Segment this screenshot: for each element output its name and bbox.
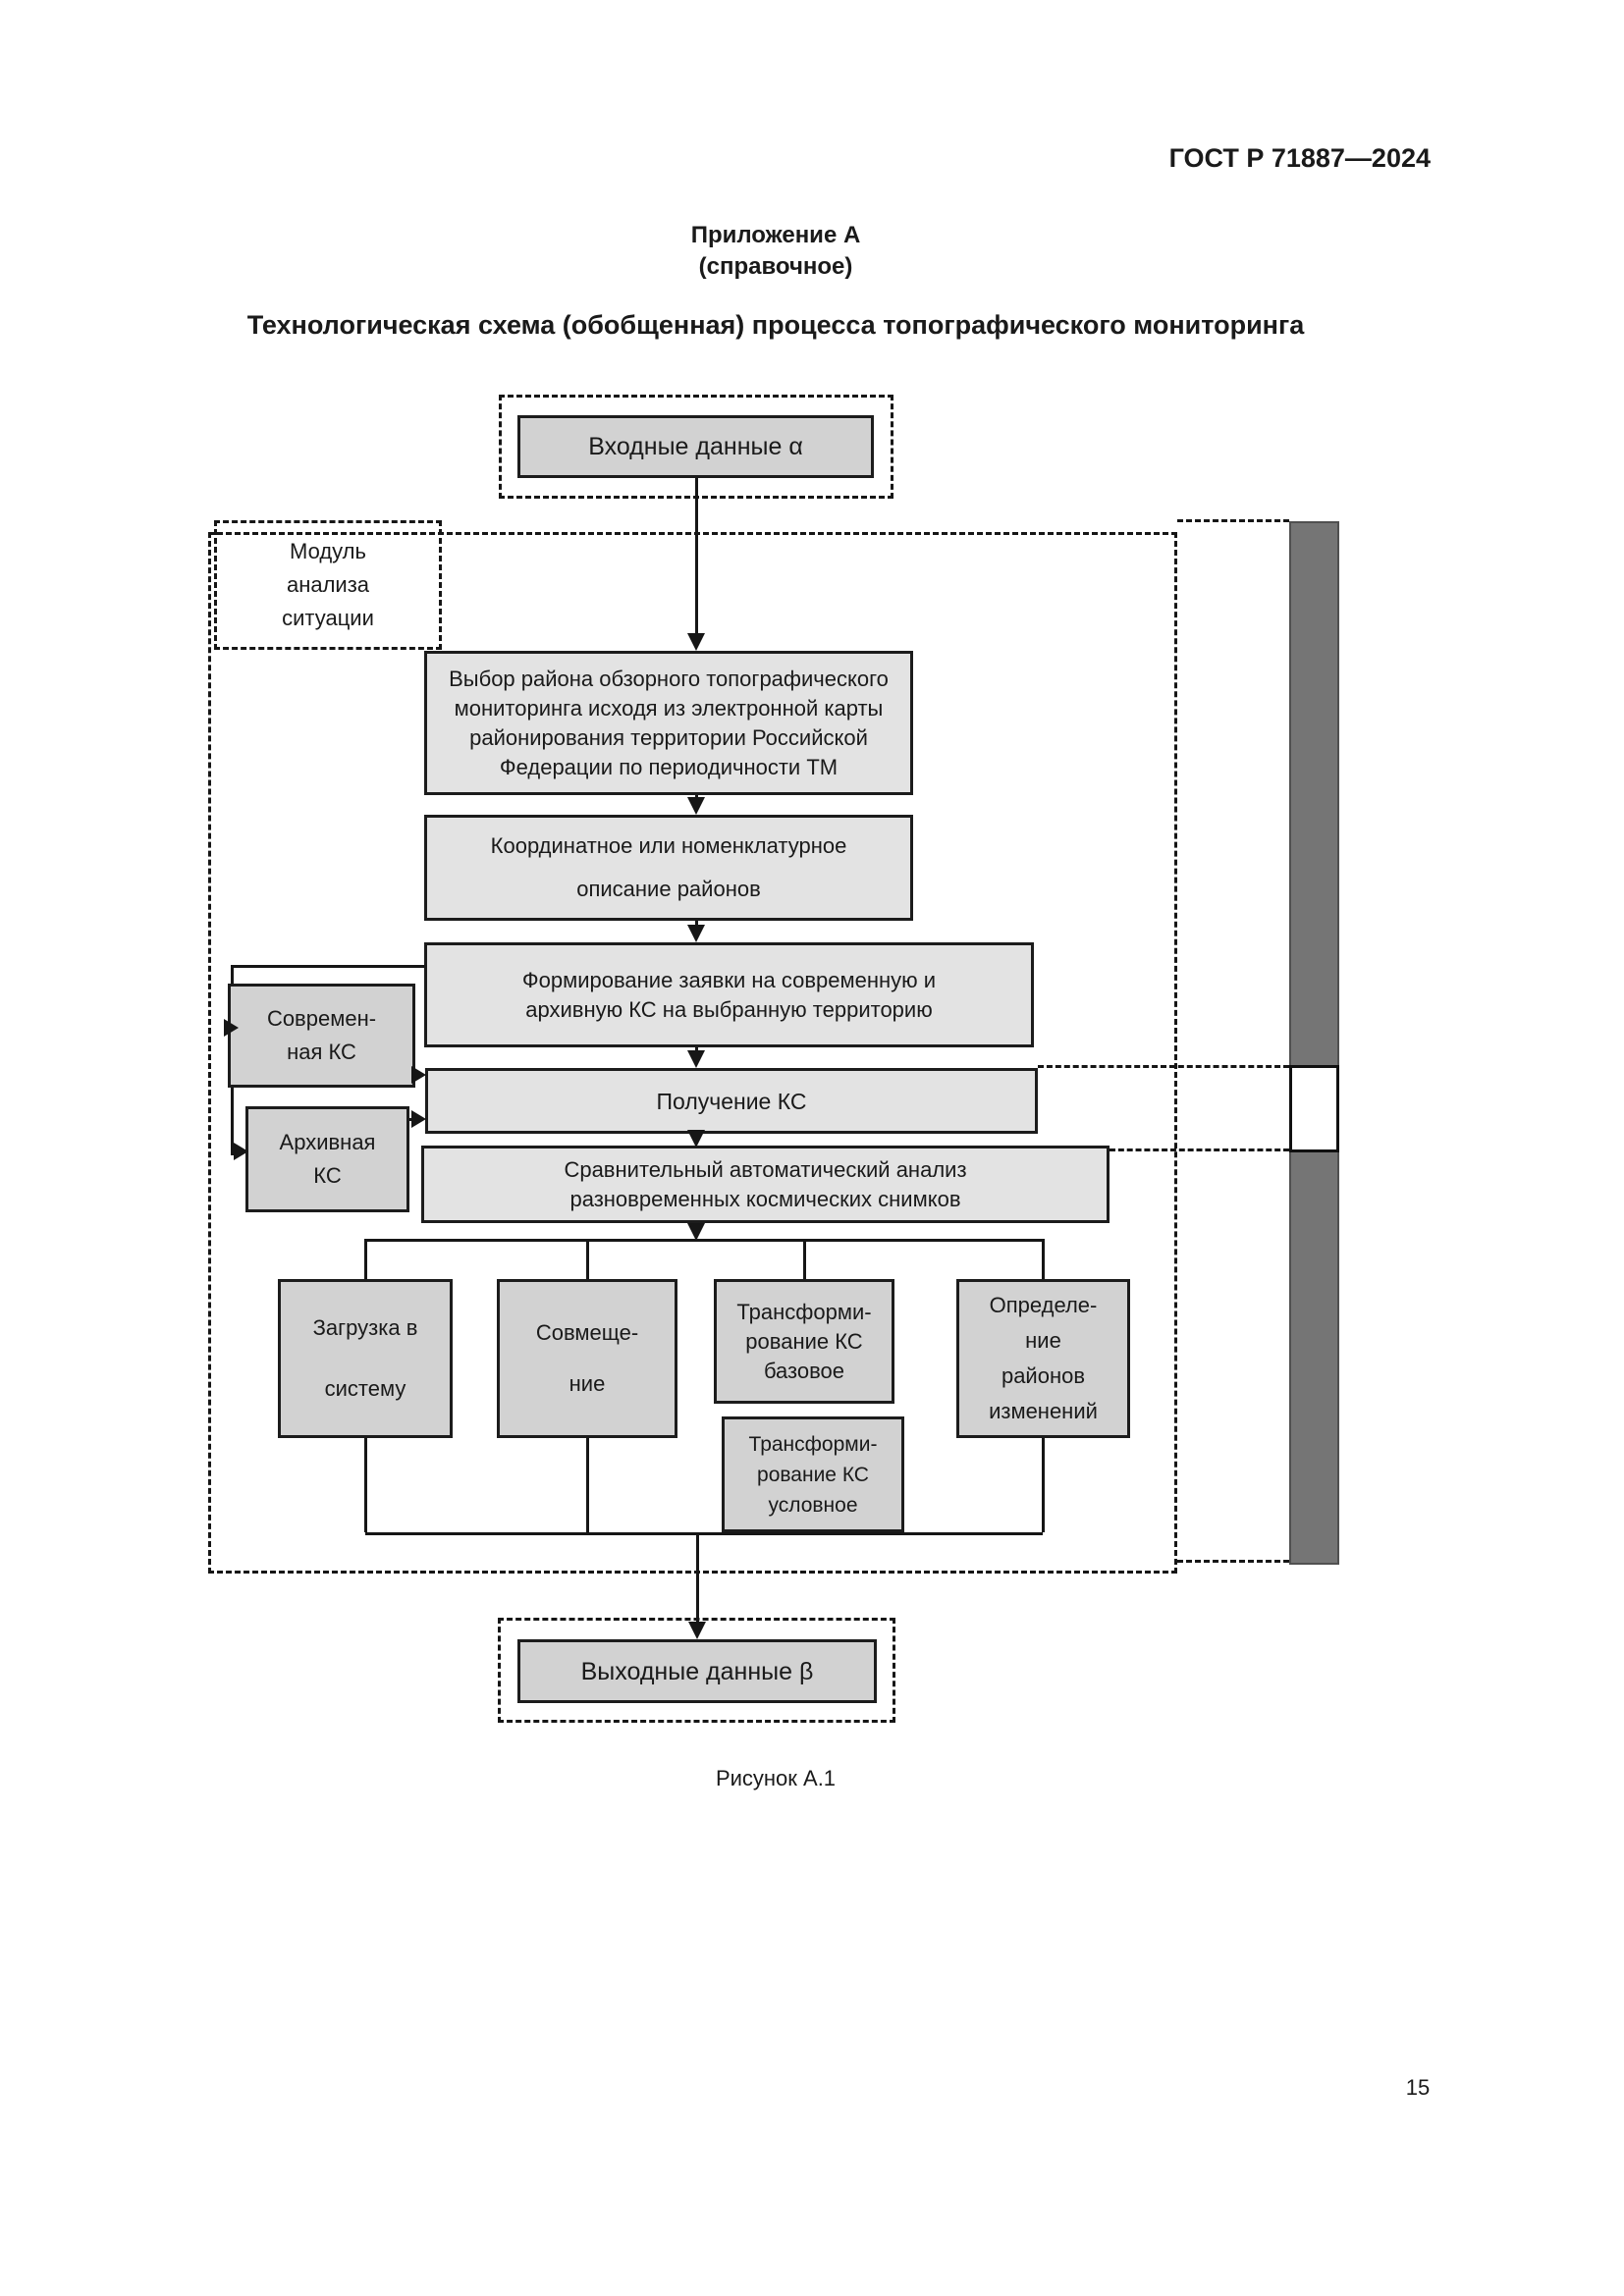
arrowhead-request-receive (687, 1050, 705, 1068)
drop-alignment (586, 1239, 589, 1279)
source-modern-ks: Современ- ная КС (228, 984, 415, 1088)
op-load-to-system: Загрузка в систему (278, 1279, 453, 1438)
riser-alignment (586, 1438, 589, 1532)
output-data-label: Выходные данные β (580, 1657, 814, 1685)
step-coordinate-description: Координатное или номенклатурное описание… (424, 815, 913, 921)
document-title: Технологическая схема (обобщенная) проце… (246, 310, 1305, 340)
arrowhead-input-select (687, 633, 705, 651)
arrowhead-modern-receive (411, 1066, 426, 1084)
dashed-link-top (1177, 519, 1289, 522)
stem-output (696, 1532, 699, 1624)
input-data-label: Входные данные α (588, 433, 803, 460)
arrowhead-output (688, 1622, 706, 1639)
step-comparative-analysis: Сравнительный автоматический анализ разн… (421, 1146, 1110, 1223)
step-select-region: Выбор района обзорного топографического … (424, 651, 913, 795)
riser-detection (1042, 1438, 1045, 1532)
arrowhead-select-coord (687, 797, 705, 815)
op-transform-base: Трансформи- рование КС базовое (714, 1279, 894, 1404)
drop-detection (1042, 1239, 1045, 1279)
module-box: Модуль анализа ситуации (214, 520, 442, 650)
op-change-detection: Определе- ние районов изменений (956, 1279, 1130, 1438)
page-number: 15 (1405, 2075, 1431, 2100)
dashed-link-receive (1038, 1065, 1289, 1068)
merge-line (365, 1532, 1043, 1535)
figure-caption: Рисунок А.1 (715, 1766, 837, 1790)
dashed-link-compare (1110, 1148, 1289, 1151)
output-data-box: Выходные данные β (517, 1639, 877, 1703)
arrowhead-feedback-archive (234, 1143, 248, 1160)
step-receive-ks: Получение КС (425, 1068, 1038, 1134)
connector-input-select (695, 478, 698, 635)
dashed-link-bottom (1177, 1560, 1289, 1563)
drop-load (364, 1239, 367, 1279)
op-alignment: Совмеще- ние (497, 1279, 677, 1438)
feedback-line-horizontal (231, 965, 425, 968)
appendix-label: Приложение А (690, 222, 861, 248)
arrowhead-coord-request (687, 925, 705, 942)
arrowhead-feedback-modern (224, 1019, 239, 1037)
main-dashed-frame (208, 532, 1177, 1574)
arrowhead-receive-compare (687, 1130, 705, 1148)
connector-coord-request (695, 921, 698, 927)
arrowhead-archive-receive (411, 1110, 426, 1128)
side-bar (1289, 521, 1339, 1565)
source-archive-ks: Архивная КС (245, 1106, 409, 1212)
drop-transform (803, 1239, 806, 1279)
output-dashed-frame (498, 1618, 895, 1723)
input-data-box: Входные данные α (517, 415, 874, 478)
arrowhead-compare-split (687, 1223, 705, 1241)
riser-load (364, 1438, 367, 1532)
standard-number: ГОСТ Р 71887—2024 (1168, 143, 1431, 173)
side-bar-gap (1289, 1065, 1339, 1152)
appendix-type: (справочное) (698, 253, 853, 280)
step-request-formation: Формирование заявки на современную и арх… (424, 942, 1034, 1047)
op-transform-conditional: Трансформи- рование КС условное (722, 1416, 904, 1532)
